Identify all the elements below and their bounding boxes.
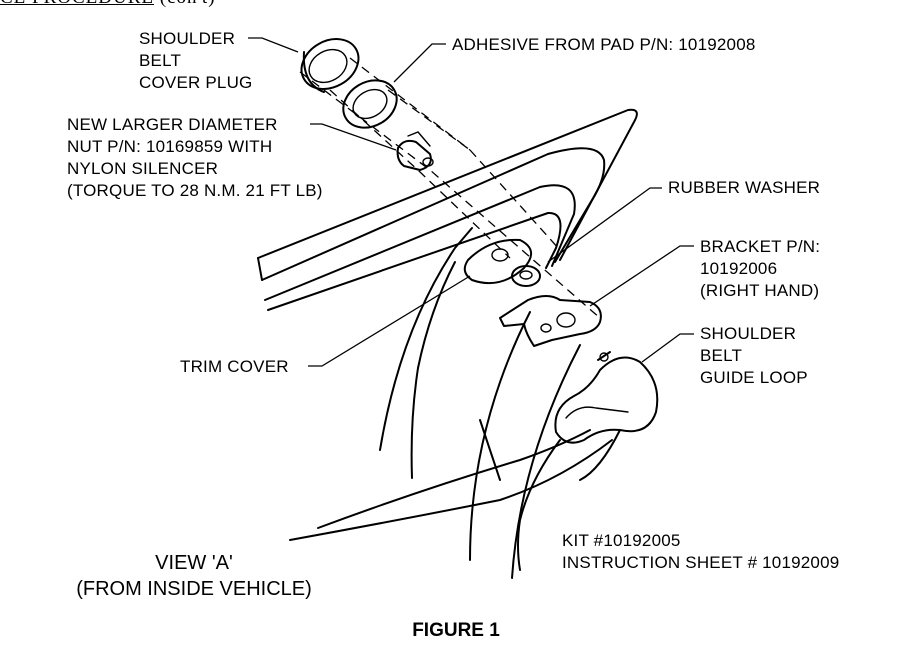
label-line: BELT bbox=[700, 346, 743, 365]
label-nut: NEW LARGER DIAMETER NUT P/N: 10169859 WI… bbox=[67, 114, 323, 202]
view-caption: VIEW 'A' (FROM INSIDE VEHICLE) bbox=[54, 550, 334, 602]
nut-shape bbox=[396, 131, 434, 171]
label-line: NEW LARGER DIAMETER bbox=[67, 115, 278, 134]
bracket-shape bbox=[499, 295, 602, 347]
guide-loop-shape bbox=[554, 356, 659, 444]
label-line: (RIGHT HAND) bbox=[700, 281, 820, 300]
label-line: 10192006 bbox=[700, 259, 778, 278]
label-line: TRIM COVER bbox=[180, 357, 289, 376]
label-trim-cover: TRIM COVER bbox=[180, 356, 289, 378]
procedure-header: CE PROCEDURE (con't) bbox=[0, 0, 216, 9]
adhesive-pad bbox=[342, 79, 398, 129]
label-line: NYLON SILENCER bbox=[67, 159, 219, 178]
label-rubber-washer: RUBBER WASHER bbox=[668, 177, 820, 199]
rubber-washer bbox=[511, 265, 541, 287]
trim-panel-inner-edge bbox=[261, 147, 606, 281]
pillar-line-1 bbox=[417, 261, 456, 369]
label-line: GUIDE LOOP bbox=[700, 368, 808, 387]
alignment-line-3 bbox=[469, 149, 561, 251]
label-line: BRACKET P/N: bbox=[700, 237, 821, 256]
figure-caption: FIGURE 1 bbox=[412, 620, 500, 641]
alignment-line-1 bbox=[299, 71, 601, 319]
pillar-line-2 bbox=[379, 227, 473, 451]
pillar-line-4 bbox=[511, 344, 581, 579]
label-adhesive-pad: ADHESIVE FROM PAD P/N: 10192008 bbox=[452, 34, 756, 56]
trim-panel-lower-edge bbox=[257, 257, 263, 281]
label-line: KIT #10192005 bbox=[562, 531, 681, 550]
label-line: BELT bbox=[139, 51, 182, 70]
label-line: SHOULDER bbox=[700, 324, 797, 343]
label-cover-plug: SHOULDER BELT COVER PLUG bbox=[139, 28, 252, 94]
pillar-line-3 bbox=[469, 311, 531, 561]
view-subtitle: (FROM INSIDE VEHICLE) bbox=[76, 578, 312, 600]
label-line: INSTRUCTION SHEET # 10192009 bbox=[562, 553, 840, 572]
belt-webbing bbox=[317, 429, 591, 529]
view-title: VIEW 'A' bbox=[155, 552, 233, 574]
label-kit: KIT #10192005 INSTRUCTION SHEET # 101920… bbox=[562, 530, 839, 574]
label-line: RUBBER WASHER bbox=[668, 178, 821, 197]
label-line: NUT P/N: 10169859 WITH bbox=[67, 137, 273, 156]
pillar-line-5 bbox=[410, 367, 419, 479]
label-line: SHOULDER bbox=[139, 29, 236, 48]
label-guide-loop: SHOULDER BELT GUIDE LOOP bbox=[700, 323, 808, 389]
label-bracket: BRACKET P/N: 10192006 (RIGHT HAND) bbox=[700, 236, 820, 302]
header-title: CE PROCEDURE bbox=[0, 0, 154, 8]
header-continued: (con't) bbox=[160, 0, 216, 8]
cover-plug bbox=[300, 38, 360, 90]
label-line: ADHESIVE FROM PAD P/N: 10192008 bbox=[452, 35, 756, 54]
label-line: COVER PLUG bbox=[139, 73, 253, 92]
alignment-line-2 bbox=[329, 89, 511, 259]
label-line: (TORQUE TO 28 N.M. 21 FT LB) bbox=[67, 181, 323, 200]
trim-panel-outline bbox=[257, 108, 638, 261]
trim-cover-shape bbox=[463, 238, 532, 284]
